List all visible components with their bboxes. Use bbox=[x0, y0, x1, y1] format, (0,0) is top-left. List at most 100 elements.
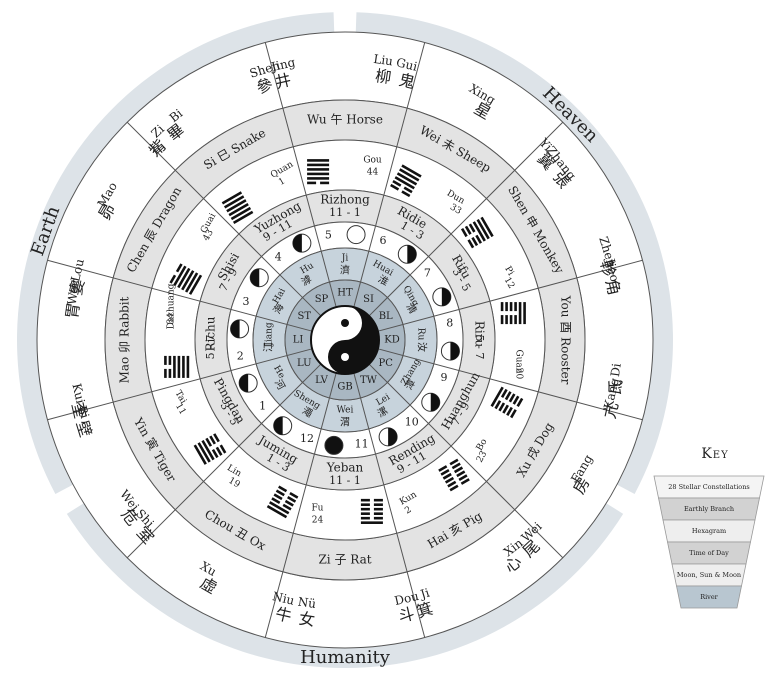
yang-line bbox=[188, 274, 203, 295]
earthly-branch: Zi 子 Rat bbox=[318, 553, 371, 567]
meridian-label: LV bbox=[315, 375, 328, 386]
yin-line bbox=[442, 472, 452, 480]
yin-line bbox=[471, 236, 479, 247]
yang-line bbox=[307, 168, 330, 171]
river-glyph: 濟 bbox=[340, 264, 350, 277]
sector-divider bbox=[377, 348, 643, 421]
constellation-glyph: 鬼 bbox=[397, 70, 417, 92]
hexagram-number: 20 bbox=[513, 368, 523, 380]
constellation-name: Nü bbox=[297, 595, 317, 611]
yin-line bbox=[320, 181, 330, 185]
yin-line bbox=[275, 489, 285, 497]
yin-line bbox=[360, 503, 370, 506]
yang-line bbox=[399, 168, 420, 182]
yang-line bbox=[360, 521, 383, 524]
yin-line bbox=[451, 462, 461, 470]
yin-line bbox=[475, 234, 483, 244]
hexagram-number: 12 bbox=[502, 276, 516, 291]
constellation-glyph: 牛 bbox=[274, 604, 294, 626]
moon-phase-crescent-waning bbox=[440, 341, 460, 361]
sector-divider bbox=[368, 121, 564, 317]
moon-phase-last-quarter bbox=[432, 287, 452, 307]
hexagram-name: Fu bbox=[311, 503, 323, 513]
yin-line bbox=[508, 393, 516, 403]
yin-line bbox=[168, 368, 172, 378]
yin-line bbox=[373, 512, 383, 515]
river-glyph: 渭 bbox=[340, 417, 350, 429]
yin-line bbox=[360, 516, 370, 520]
yin-line bbox=[514, 315, 517, 325]
constellation-glyph: 胃 bbox=[62, 301, 83, 320]
meridian-label: SP bbox=[315, 294, 329, 305]
earthly-branch: You 酉 Rooster bbox=[559, 295, 573, 385]
yang-line bbox=[177, 355, 181, 378]
river-glyph: 江 bbox=[263, 342, 275, 352]
yang-line bbox=[307, 159, 330, 162]
yang-line bbox=[193, 444, 207, 465]
yin-line bbox=[438, 465, 448, 472]
meridian-label: TW bbox=[360, 375, 378, 386]
constellation-name: Jing bbox=[268, 55, 297, 75]
key-band bbox=[676, 585, 742, 609]
yin-line bbox=[498, 402, 506, 412]
river-name: Ru bbox=[416, 328, 426, 341]
yang-line bbox=[230, 206, 252, 221]
yang-line bbox=[181, 270, 195, 291]
constellation-name: Niu bbox=[271, 589, 296, 608]
heaven-band bbox=[355, 12, 673, 494]
yang-line bbox=[266, 505, 288, 519]
yin-line bbox=[282, 503, 292, 511]
yin-line bbox=[494, 400, 502, 410]
constellation-glyph: 參 bbox=[254, 75, 275, 98]
yin-line bbox=[460, 227, 468, 238]
yin-line bbox=[500, 388, 508, 398]
yin-line bbox=[373, 503, 383, 506]
constellation-name: Kui bbox=[69, 382, 87, 405]
meridian-label: PC bbox=[379, 358, 394, 369]
key-item: River bbox=[700, 593, 718, 601]
constellation-name: Jiao bbox=[603, 256, 622, 284]
meridian-label: GB bbox=[337, 382, 352, 393]
yin-line bbox=[464, 225, 472, 235]
hexagram-name: Gou bbox=[363, 156, 382, 166]
yin-line bbox=[360, 512, 370, 515]
yin-line bbox=[468, 223, 476, 233]
hexagram-symbol bbox=[490, 386, 524, 419]
constellation-glyph: 奎 bbox=[68, 400, 90, 420]
yang-line bbox=[476, 218, 490, 240]
yin-line bbox=[373, 498, 383, 502]
constellation-glyph: 斗 bbox=[396, 604, 416, 626]
river-name: Jiang bbox=[265, 322, 275, 347]
meridian-label: LU bbox=[297, 358, 312, 369]
yin-line bbox=[284, 499, 294, 507]
constellation-glyph: 亢 bbox=[600, 400, 622, 420]
yin-line bbox=[504, 391, 512, 401]
key-item: Moon, Sun & Moon bbox=[677, 571, 741, 579]
hexagram-number: 34 bbox=[167, 312, 177, 324]
meridian-label: LI bbox=[293, 335, 304, 346]
river-name: Wei bbox=[337, 406, 354, 416]
constellation-name: Wei bbox=[65, 282, 82, 306]
hexagram-number: 44 bbox=[367, 168, 379, 178]
river-name: Ji bbox=[341, 254, 349, 264]
yin-line bbox=[271, 497, 281, 504]
yin-line bbox=[440, 469, 450, 476]
yin-line bbox=[215, 446, 223, 456]
humanity-band bbox=[66, 503, 624, 668]
moon-phase-gibbous-waning bbox=[397, 244, 417, 264]
yin-line bbox=[505, 315, 508, 325]
yang-line bbox=[228, 202, 249, 217]
constellation-glyph: 井 bbox=[273, 70, 293, 92]
yin-line bbox=[287, 495, 297, 503]
yin-line bbox=[505, 302, 508, 312]
hexagram-number: 2 bbox=[403, 505, 413, 517]
yang-line bbox=[186, 355, 190, 378]
earth-band bbox=[16, 12, 335, 494]
yang-line bbox=[197, 442, 211, 463]
yin-line bbox=[403, 186, 413, 194]
key-item: Time of Day bbox=[689, 549, 729, 557]
yin-line bbox=[512, 395, 520, 405]
meridian-label: HT bbox=[337, 288, 353, 299]
hexagram-symbol bbox=[500, 302, 526, 325]
yin-line bbox=[168, 355, 172, 365]
